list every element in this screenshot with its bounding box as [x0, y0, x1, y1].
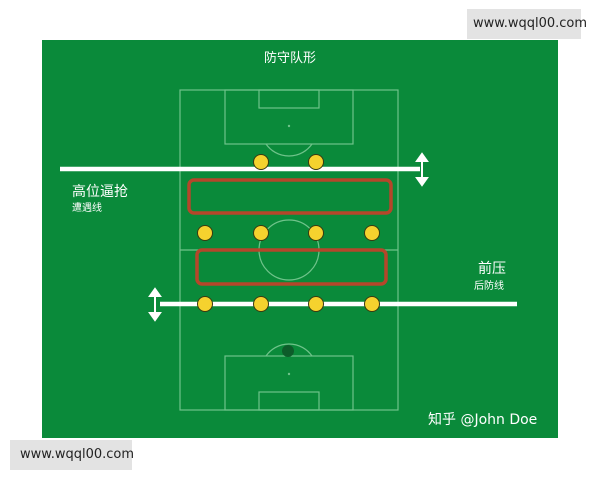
goalkeeper-marker	[282, 345, 294, 357]
top-penalty-box	[224, 89, 354, 145]
right-label-sub: 后防线	[474, 279, 504, 292]
player-midfielder-1	[197, 225, 213, 241]
bottom-penalty-spot	[287, 372, 291, 376]
top-goal-box	[258, 89, 320, 109]
player-defender-3	[308, 296, 324, 312]
watermark-top: www.wqql00.com	[467, 9, 587, 39]
top-penalty-spot	[287, 124, 291, 128]
bottom-goal-box	[258, 391, 320, 411]
player-forward-2	[308, 154, 324, 170]
player-midfielder-4	[364, 225, 380, 241]
bottom-penalty-box	[224, 355, 354, 411]
right-label-main: 前压	[478, 260, 506, 277]
player-defender-4	[364, 296, 380, 312]
watermark-bottom: www.wqql00.com	[10, 440, 134, 470]
bottom-penalty-arc	[265, 343, 313, 357]
left-label-main: 高位逼抢	[72, 183, 128, 200]
player-midfielder-2	[253, 225, 269, 241]
player-midfielder-3	[308, 225, 324, 241]
player-forward-1	[253, 154, 269, 170]
upper-compact-zone	[187, 178, 393, 215]
pitch-diagram: 防守队形	[42, 40, 558, 438]
top-penalty-arc	[265, 143, 313, 157]
pitch-svg: 防守队形	[60, 50, 537, 428]
player-defender-1	[197, 296, 213, 312]
lower-compact-zone	[195, 248, 388, 286]
engagement-line-arrow-icon	[415, 152, 429, 187]
player-defender-2	[253, 296, 269, 312]
credit-text: 知乎 @John Doe	[428, 411, 537, 428]
diagram-title: 防守队形	[264, 50, 316, 66]
left-label-sub: 遭遇线	[72, 201, 102, 214]
players	[197, 154, 380, 312]
defensive-line-arrow-icon	[148, 287, 162, 322]
